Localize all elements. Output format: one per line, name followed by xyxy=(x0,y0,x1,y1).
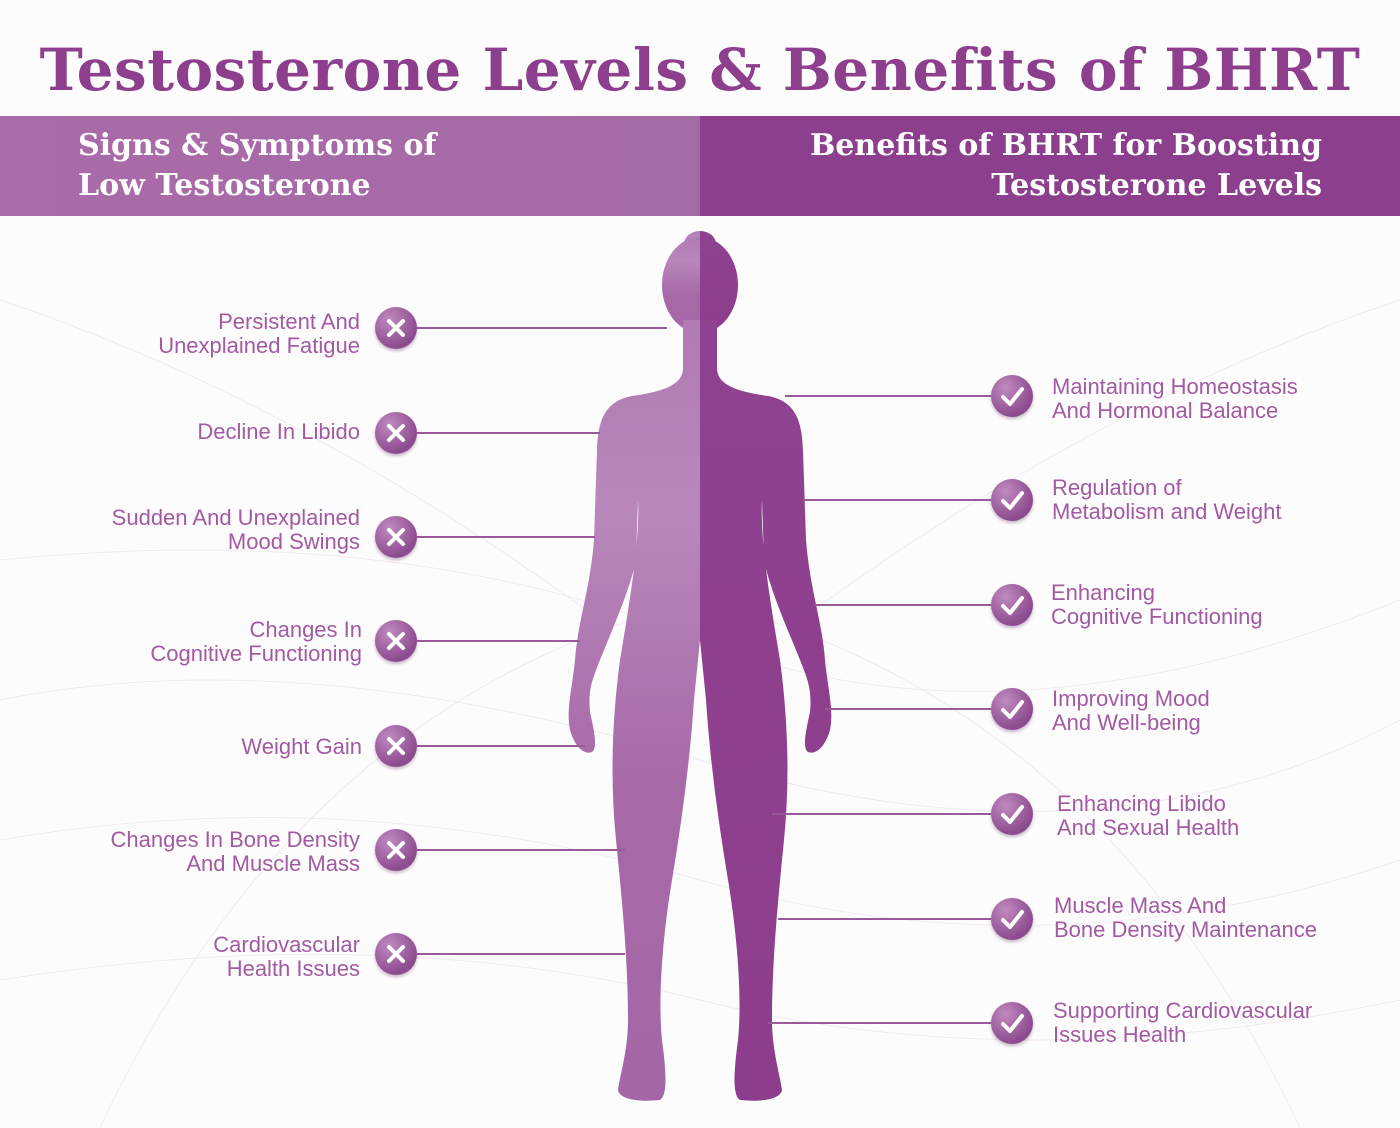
benefit-label-line: Regulation of xyxy=(1052,475,1182,500)
benefit-label-homeostasis: Maintaining Homeostasis And Hormonal Bal… xyxy=(1052,375,1372,423)
symptom-connector-7 xyxy=(417,953,625,955)
symptom-label-cardiovascular: Cardiovascular Health Issues xyxy=(20,933,360,981)
symptom-label-bone-density: Changes In Bone Density And Muscle Mass xyxy=(20,827,361,876)
symptom-connector-6 xyxy=(417,849,625,851)
symptom-label-weight-gain: Weight Gain xyxy=(22,735,362,759)
benefits-header: Benefits of BHRT for Boosting Testostero… xyxy=(700,116,1400,216)
benefit-label-line: Metabolism and Weight xyxy=(1052,499,1282,524)
benefit-label-line: Bone Density Maintenance xyxy=(1054,917,1317,942)
benefit-label-line: And Sexual Health xyxy=(1057,815,1240,840)
check-icon xyxy=(991,793,1033,835)
symptom-label-mood-swings: Sudden And Unexplained Mood Swings xyxy=(20,506,360,554)
symptom-label-line: Changes In Bone Density xyxy=(110,827,361,852)
benefit-connector-2 xyxy=(803,499,991,501)
benefit-label-mood: Improving Mood And Well-being xyxy=(1052,687,1372,735)
benefit-label-line: Enhancing xyxy=(1051,580,1155,605)
x-icon xyxy=(375,307,417,349)
benefit-connector-7 xyxy=(768,1022,991,1024)
symptom-label-line: Decline In Libido xyxy=(197,419,360,444)
benefit-label-line: And Hormonal Balance xyxy=(1052,398,1279,423)
benefits-header-line1: Benefits of BHRT for Boosting xyxy=(809,128,1322,163)
benefit-label-line: And Well-being xyxy=(1052,710,1201,735)
check-icon xyxy=(991,898,1033,940)
symptoms-header-line1: Signs & Symptoms of xyxy=(78,128,437,163)
symptom-label-line: Sudden And Unexplained xyxy=(111,505,360,530)
check-icon xyxy=(991,584,1033,626)
symptoms-header: Signs & Symptoms of Low Testosterone xyxy=(0,116,700,216)
benefit-label-cognitive: Enhancing Cognitive Functioning xyxy=(1051,581,1371,629)
x-icon xyxy=(375,516,417,558)
symptom-label-line: Cognitive Functioning xyxy=(150,641,362,666)
x-icon xyxy=(375,412,417,454)
symptom-label-line: Unexplained Fatigue xyxy=(158,333,360,358)
page-title: Testosterone Levels & Benefits of BHRT xyxy=(39,36,1361,104)
symptom-label-line: Persistent And xyxy=(218,309,360,334)
benefit-label-metabolism: Regulation of Metabolism and Weight xyxy=(1052,476,1372,524)
symptom-label-line: Health Issues xyxy=(226,956,360,981)
benefit-connector-4 xyxy=(825,708,991,710)
symptoms-header-line2: Low Testosterone xyxy=(78,168,371,203)
symptom-connector-5 xyxy=(417,745,585,747)
x-icon xyxy=(375,620,417,662)
symptom-label-line: Changes In xyxy=(249,617,362,642)
x-icon xyxy=(375,933,417,975)
symptom-label-line: Mood Swings xyxy=(227,529,360,554)
symptom-connector-3 xyxy=(417,536,595,538)
benefit-label-line: Supporting Cardiovascular xyxy=(1053,998,1313,1023)
symptom-connector-2 xyxy=(417,432,600,434)
symptom-label-line: Cardiovascular xyxy=(213,932,360,957)
benefit-label-line: Muscle Mass And xyxy=(1054,893,1227,918)
benefit-connector-3 xyxy=(815,604,991,606)
check-icon xyxy=(991,375,1033,417)
benefit-label-line: Cognitive Functioning xyxy=(1051,604,1263,629)
benefit-label-line: Issues Health xyxy=(1053,1022,1187,1047)
check-icon xyxy=(991,479,1033,521)
symptom-label-fatigue: Persistent And Unexplained Fatigue xyxy=(20,310,360,358)
symptom-label-line: Weight Gain xyxy=(241,734,362,759)
benefit-label-line: Maintaining Homeostasis xyxy=(1052,374,1298,399)
x-icon xyxy=(375,725,417,767)
benefit-connector-5 xyxy=(772,813,991,815)
benefit-label-libido: Enhancing Libido And Sexual Health xyxy=(1057,792,1377,840)
symptom-connector-4 xyxy=(417,640,580,642)
check-icon xyxy=(991,688,1033,730)
symptom-label-libido: Decline In Libido xyxy=(20,420,360,444)
benefit-label-muscle-bone: Muscle Mass And Bone Density Maintenance xyxy=(1054,894,1374,942)
benefit-label-cardiovascular: Supporting Cardiovascular Issues Health xyxy=(1053,999,1373,1047)
benefit-label-line: Improving Mood xyxy=(1052,686,1210,711)
symptom-connector-1 xyxy=(417,327,667,329)
x-icon xyxy=(375,829,417,871)
benefit-label-line: Enhancing Libido xyxy=(1057,791,1226,816)
benefit-connector-1 xyxy=(785,395,991,397)
benefit-connector-6 xyxy=(778,918,991,920)
check-icon xyxy=(991,1002,1033,1044)
symptom-label-cognitive: Changes In Cognitive Functioning xyxy=(22,618,362,666)
symptom-label-line: And Muscle Mass xyxy=(186,851,360,876)
benefits-header-line2: Testosterone Levels xyxy=(991,168,1322,203)
